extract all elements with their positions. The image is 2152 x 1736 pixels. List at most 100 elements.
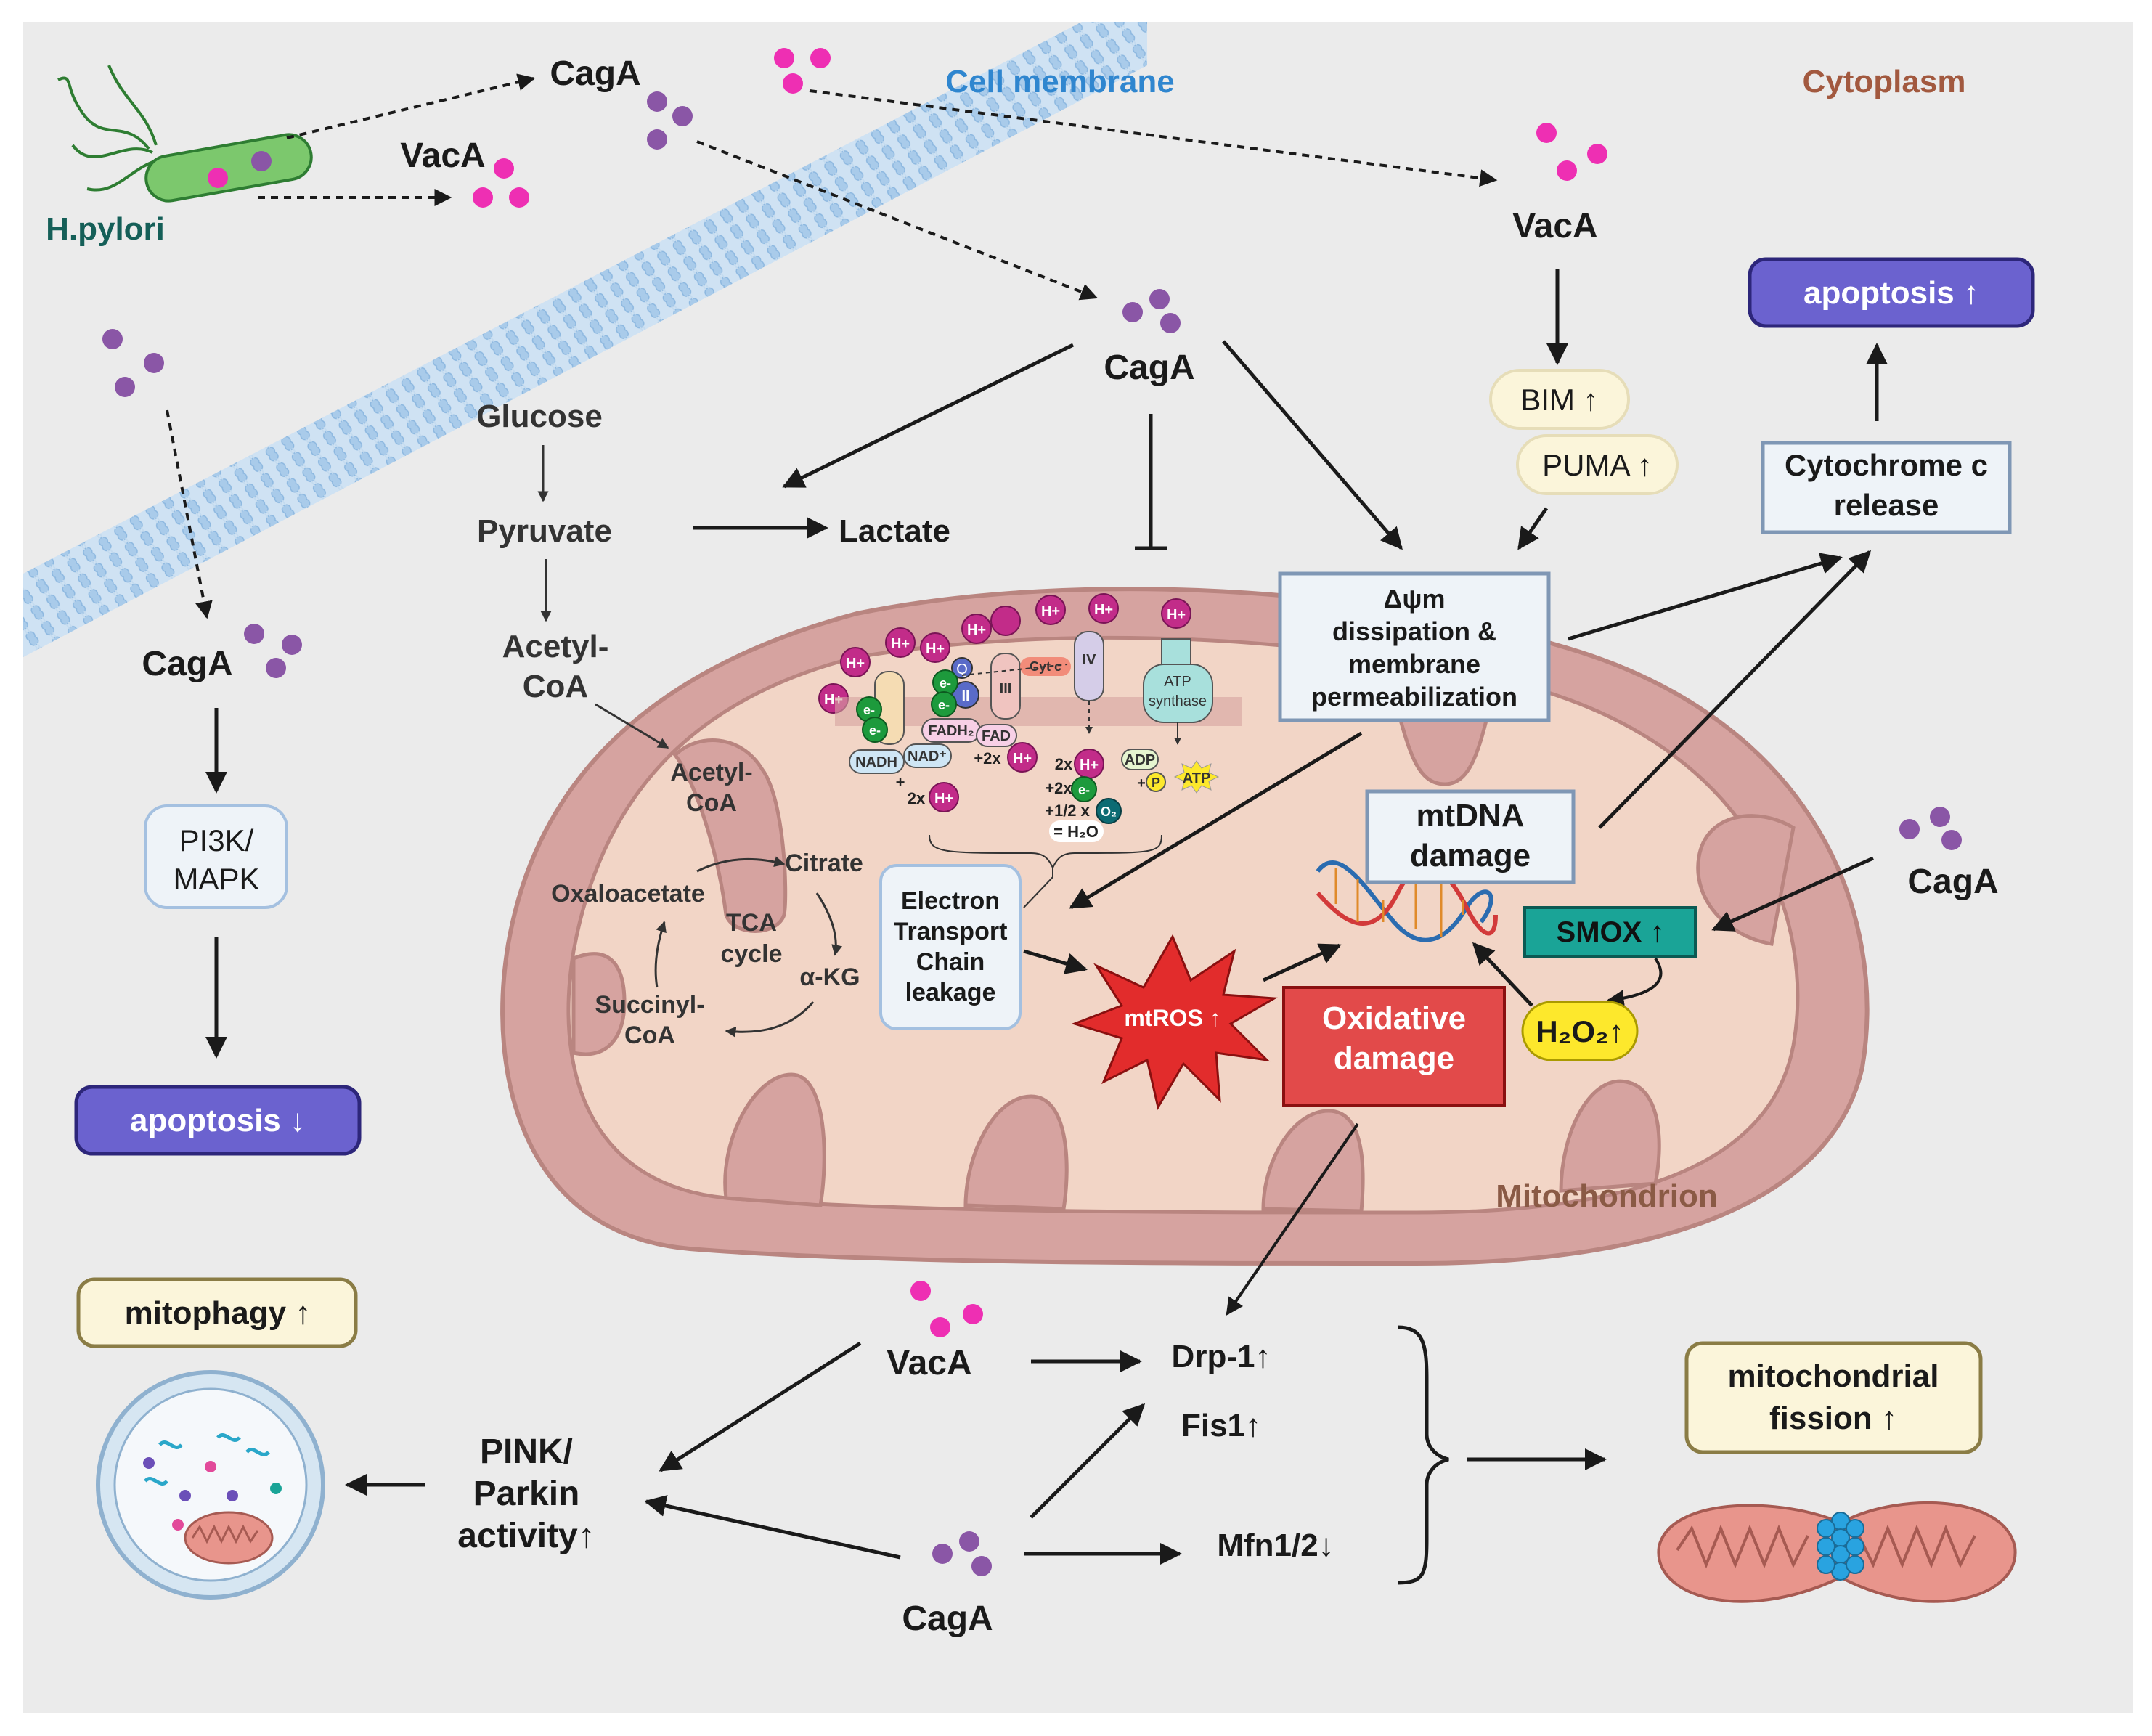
plus-two-x-text-1: +2x xyxy=(974,749,1001,767)
caga-label-bottom: CagA xyxy=(902,1600,993,1638)
h-plus-text-3: H+ xyxy=(926,641,945,657)
h-plus-text-8: H+ xyxy=(1167,607,1186,623)
vaca-dots-top xyxy=(473,158,529,208)
etc-leakage-label-1: Electron xyxy=(901,887,1000,915)
apoptosis-up-label: apoptosis ↑ xyxy=(1803,275,1979,311)
tca-label-2: cycle xyxy=(720,940,782,968)
h-plus-text-1: H+ xyxy=(846,656,865,672)
mtdna-damage-label-2: damage xyxy=(1410,838,1531,873)
arrow-hpylori-to-caga xyxy=(286,73,536,139)
oxidative-damage-label-2: damage xyxy=(1334,1040,1454,1076)
h-plus-text-9: H+ xyxy=(1013,751,1032,767)
two-x-text-1: 2x xyxy=(908,789,926,807)
acetyl-coa-label-1: Acetyl- xyxy=(502,629,609,664)
fis1-label: Fis1↑ xyxy=(1181,1408,1261,1443)
vaca-label-bottom: VacA xyxy=(887,1344,971,1382)
nad-pill xyxy=(903,743,952,768)
acetyl-coa-inner-1: Acetyl- xyxy=(670,759,752,786)
arrow-mtros-to-dna xyxy=(1262,943,1342,982)
arrow-smox-to-h2o2 xyxy=(1606,957,1663,1008)
arrow-caga-left-into-cell xyxy=(166,409,213,619)
h-plus-text-5: H+ xyxy=(967,622,986,638)
plus-p-text: + xyxy=(1137,775,1146,791)
oxidative-damage-box xyxy=(1282,986,1506,1107)
complex-ii-label: II xyxy=(961,688,969,704)
puma-pill xyxy=(1516,434,1679,495)
oxaloacetate-label: Oxaloacetate xyxy=(551,880,705,908)
h-plus-text-6: H+ xyxy=(1041,603,1060,619)
caga-label-left: CagA xyxy=(142,645,232,683)
arrow-acetyl-to-inner xyxy=(595,703,669,749)
electron-path xyxy=(961,664,1068,676)
fission-mitochondria-icon xyxy=(1657,1501,2017,1603)
lactate-label: Lactate xyxy=(839,513,950,549)
nadh-label: NADH xyxy=(855,754,897,770)
tca-cycle-arrows xyxy=(654,856,842,1038)
pi3k-box xyxy=(144,804,288,909)
mtdna-damage-box xyxy=(1365,789,1576,884)
etc-leakage-label-2: Transport xyxy=(894,918,1008,945)
atp-synthase-label-2: synthase xyxy=(1149,693,1207,709)
ubiquinone xyxy=(951,657,973,679)
etc-leakage-label-3: Chain xyxy=(916,948,985,976)
h-plus-text-7: H+ xyxy=(1094,602,1113,618)
oxidative-damage-label-1: Oxidative xyxy=(1322,1001,1466,1036)
bim-label: BIM ↑ xyxy=(1520,383,1598,417)
arrow-puma-to-dpsi xyxy=(1517,507,1549,550)
pi3k-label-1: PI3K/ xyxy=(179,823,254,857)
arrow-oxidative-to-drp1 xyxy=(1226,1122,1359,1316)
akg-label: α-KG xyxy=(799,963,860,991)
cell-membrane xyxy=(23,22,1147,657)
mitophagy-label: mitophagy ↑ xyxy=(125,1295,311,1331)
vaca-label-top: VacA xyxy=(400,136,485,175)
bim-pill xyxy=(1489,369,1630,430)
apoptosis-down-box xyxy=(74,1085,362,1156)
q-label: Q xyxy=(956,661,968,677)
fission-brace xyxy=(1397,1325,1449,1585)
hpylori-label: H.pylori xyxy=(46,211,165,247)
etc-leakage-box xyxy=(879,864,1022,1030)
fad-label: FAD xyxy=(982,728,1011,744)
arrow-caga-to-pink xyxy=(644,1495,901,1560)
fission-box xyxy=(1684,1341,1983,1454)
arrow-dpsi-to-etc xyxy=(1069,731,1363,910)
arrow-etc-to-mtros xyxy=(1023,949,1088,974)
pink-label-2: Parkin xyxy=(473,1475,580,1513)
h-plus-text-2: H+ xyxy=(891,636,910,652)
succinyl-label-1: Succinyl- xyxy=(595,991,704,1019)
electrons xyxy=(856,669,1097,802)
etc-complex-region: H+ H+ H+ H+ H+ H+ H+ H+ H+ H+ H+ Q II II… xyxy=(818,593,1242,877)
succinyl-label-2: CoA xyxy=(624,1022,675,1049)
e-text-3: e- xyxy=(940,676,951,690)
arrow-vaca-to-pink xyxy=(659,1341,862,1472)
mtros-label: mtROS ↑ xyxy=(1124,1005,1220,1031)
plus-two-x-text-2: +2x xyxy=(1045,779,1072,797)
arrow-caga-to-fis1 xyxy=(1030,1403,1146,1519)
oxygen-molecule xyxy=(1096,798,1122,824)
atp-burst xyxy=(1173,760,1220,794)
dpsi-label-3: membrane xyxy=(1348,649,1480,679)
puma-label: PUMA ↑ xyxy=(1542,448,1652,482)
mitophagosome-icon xyxy=(96,1370,325,1600)
fad-pill xyxy=(976,724,1017,747)
h-plus-text-10: H+ xyxy=(934,791,953,807)
arrow-caga-into-cell xyxy=(696,140,1099,301)
complex-iii-label: III xyxy=(1000,681,1012,697)
h2o-pill xyxy=(1049,820,1104,842)
arrow-caga-to-smox xyxy=(1711,856,1875,932)
h2o-label: = H₂O xyxy=(1053,823,1099,841)
caga-label-right: CagA xyxy=(1907,863,1998,901)
e-text-1: e- xyxy=(863,703,875,717)
hpylori-bacterium xyxy=(57,65,313,203)
arrow-caga-to-lactate xyxy=(782,343,1075,489)
pink-label-3: activity↑ xyxy=(457,1517,595,1555)
mfn-label: Mfn1/2↓ xyxy=(1217,1528,1334,1563)
vaca-dots-membrane xyxy=(774,48,831,94)
h-plus-text-11: H+ xyxy=(1080,757,1099,773)
acetyl-coa-inner-2: CoA xyxy=(686,789,737,817)
drp1-label: Drp-1↑ xyxy=(1172,1339,1271,1374)
cytoplasm-label: Cytoplasm xyxy=(1803,64,1966,99)
cell-membrane-label: Cell membrane xyxy=(945,64,1174,99)
